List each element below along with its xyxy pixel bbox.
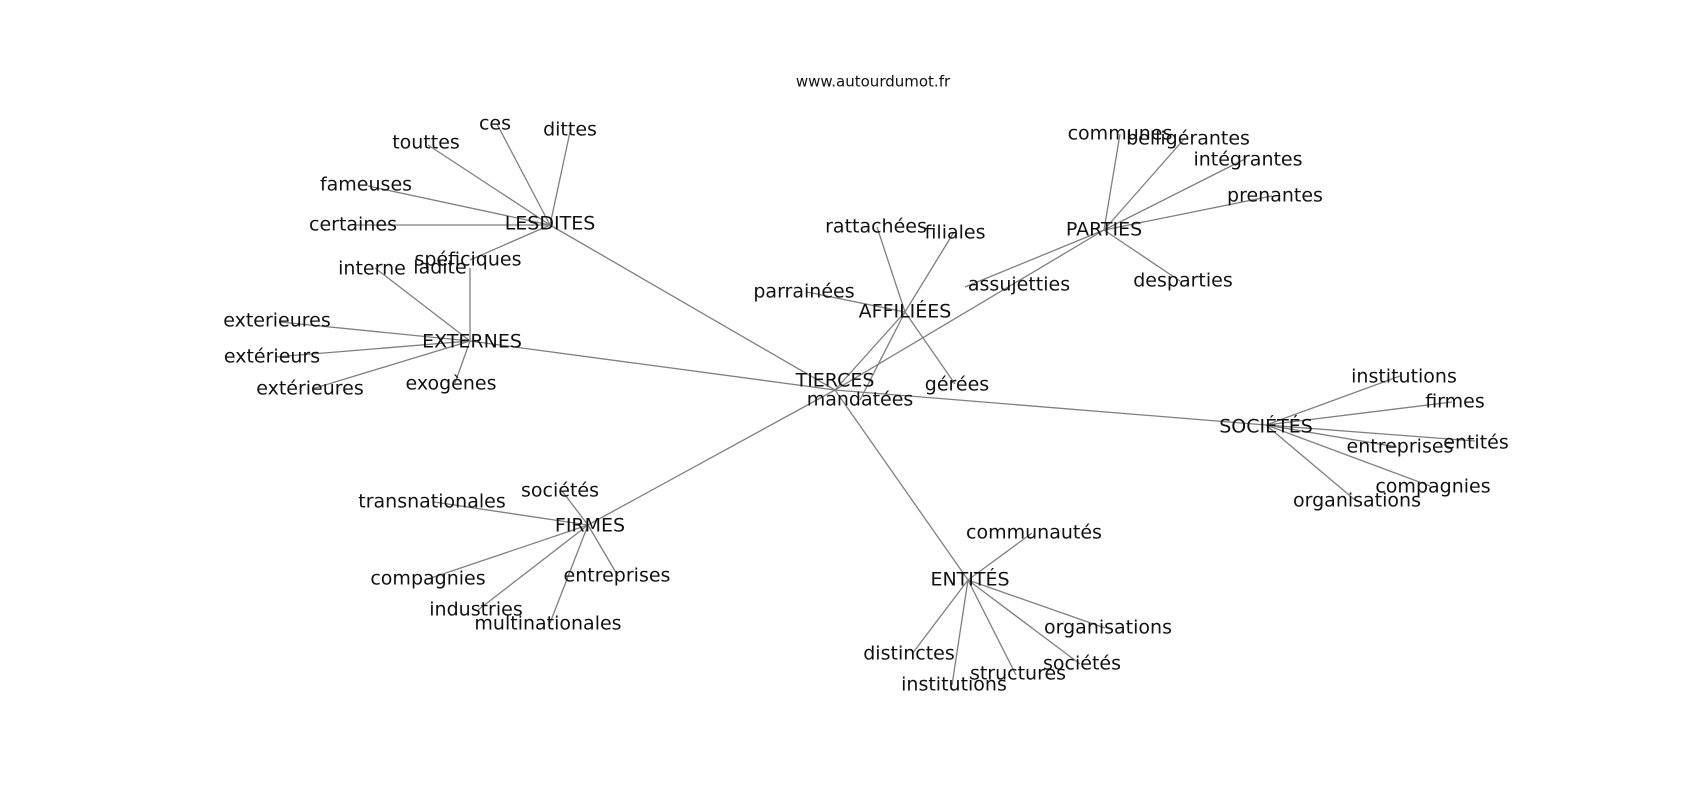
edge-entites-institutions [951,579,969,686]
node-hub-entites: ENTITÉS [930,568,1009,591]
node-leaf-firmes: firmes [1425,391,1485,413]
edge-firmes-industries [477,524,589,611]
node-leaf-certaines: certaines [309,214,397,236]
labels-group: TIERCES LESDITES ces dittes touttes fameuses c… [223,113,1509,696]
edge-center-affiliees [834,311,906,391]
source-label: www.autourdumot.fr [796,73,951,91]
edge-affiliees-parrainees [806,291,906,313]
node-hub-firmes: FIRMES [555,515,625,537]
edge-center-parties [834,229,1105,391]
edge-societes-compagnies [1265,424,1431,487]
edge-firmes-societes [561,490,589,526]
edge-externes-interne [374,267,471,342]
edge-parties-assujetties [964,229,1105,288]
node-leaf-parrainees: parrainées [753,281,854,303]
edge-center-firmes [587,389,836,526]
node-hub-lesdites: LESDITES [505,213,596,235]
node-leaf-ces: ces [479,113,511,135]
node-leaf-rattachees: rattachées [825,216,927,238]
edge-societes-entites [1265,424,1476,442]
node-leaf-desparties: desparties [1133,270,1232,292]
edge-lesdites-dittes [549,131,571,226]
node-leaf-prenantes: prenantes [1227,185,1323,207]
node-leaf-dittes: dittes [543,119,597,141]
node-leaf-institutions: institutions [1351,366,1457,388]
node-leaf-belligerantes: belligérantes [1126,128,1250,150]
node-leaf-entreprises: entreprises [564,565,671,587]
edge-externes-exogenes [454,340,471,384]
node-leaf-filiales: filiales [924,222,985,244]
edge-lesdites-speficiques [469,224,551,261]
node-leaf-entreprises: entreprises [1347,436,1454,458]
edge-societes-institutions [1265,375,1401,426]
edge-externes-exterieures [311,340,471,390]
edge-firmes-entreprises [587,524,619,577]
node-leaf-interne: interne [338,258,406,280]
node-leaf-communes: communes [1068,123,1173,145]
edge-center-societes [834,389,1267,426]
edge-affiliees-mandatees [859,311,906,401]
node-leaf-societes: sociétés [521,480,599,502]
edge-parties-integrantes [1103,158,1246,231]
edge-entites-communautes [967,532,1033,581]
edge-externes-exterieurs [274,340,471,358]
edge-affiliees-filiales [904,231,955,313]
edge-entites-structures [967,579,1017,676]
node-leaf-speficiques: spéficiques [414,249,521,271]
edge-center-externes [469,340,836,391]
edge-parties-communes [1103,133,1121,231]
node-leaf-communautes: communautés [966,522,1102,544]
node-leaf-compagnies: compagnies [1375,476,1490,498]
node-leaf-structures: structures [970,663,1066,685]
node-center: TIERCES [795,370,875,392]
edge-affiliees-gerees [904,311,956,385]
edges-group [274,123,1476,686]
node-leaf-exterieurs: extérieurs [224,346,320,368]
edge-lesdites-touttes [427,144,551,226]
node-leaf-touttes: touttes [392,132,460,154]
edge-parties-prenantes [1103,195,1273,231]
edge-entites-organisations [967,579,1106,629]
node-leaf-transnationales: transnationales [358,491,505,513]
node-leaf-compagnies: compagnies [370,568,485,590]
node-leaf-gerees: gérées [925,374,989,396]
node-leaf-institutions: institutions [901,674,1007,696]
node-hub-affiliees: AFFILIÉES [859,300,952,323]
node-leaf-fameuses: fameuses [320,174,412,196]
node-leaf-ladite: ladite [413,257,466,279]
edge-firmes-compagnies [427,524,589,580]
edge-lesdites-ces [496,123,551,226]
node-hub-externes: EXTERNES [422,331,522,353]
node-leaf-exterieures: extérieures [256,378,364,400]
node-leaf-industries: industries [429,599,522,621]
edge-firmes-multinationales [549,524,589,624]
edge-societes-entreprises [1265,424,1398,448]
node-hub-societes: SOCIÉTÉS [1219,415,1313,438]
edge-externes-exterieures [279,321,471,342]
node-leaf-multinationales: multinationales [474,613,621,635]
edge-entites-distinctes [911,579,969,655]
edge-center-lesdites [549,224,836,391]
node-leaf-assujetties: assujetties [968,274,1070,296]
edge-center-entites [834,389,969,581]
edge-societes-firmes [1265,401,1453,426]
edge-parties-desparties [1103,229,1181,282]
node-leaf-integrantes: intégrantes [1193,149,1302,171]
edge-firmes-transnationales [433,501,589,526]
edge-entites-societes [967,579,1081,665]
node-leaf-organisations: organisations [1044,617,1172,639]
node-leaf-societes: sociétés [1043,653,1121,675]
node-hub-parties: PARTIES [1066,219,1142,241]
edge-societes-organisations [1265,424,1356,501]
node-leaf-entites: entités [1443,432,1509,454]
node-leaf-exterieures: exterieures [223,310,331,332]
edge-affiliees-rattachees [876,226,906,313]
node-leaf-distinctes: distinctes [863,643,955,665]
node-leaf-mandatees: mandatées [807,389,914,411]
node-leaf-organisations: organisations [1293,490,1421,512]
edge-lesdites-fameuses [367,185,551,226]
node-leaf-exogenes: exogènes [405,373,496,395]
edge-parties-belligerantes [1103,137,1186,231]
